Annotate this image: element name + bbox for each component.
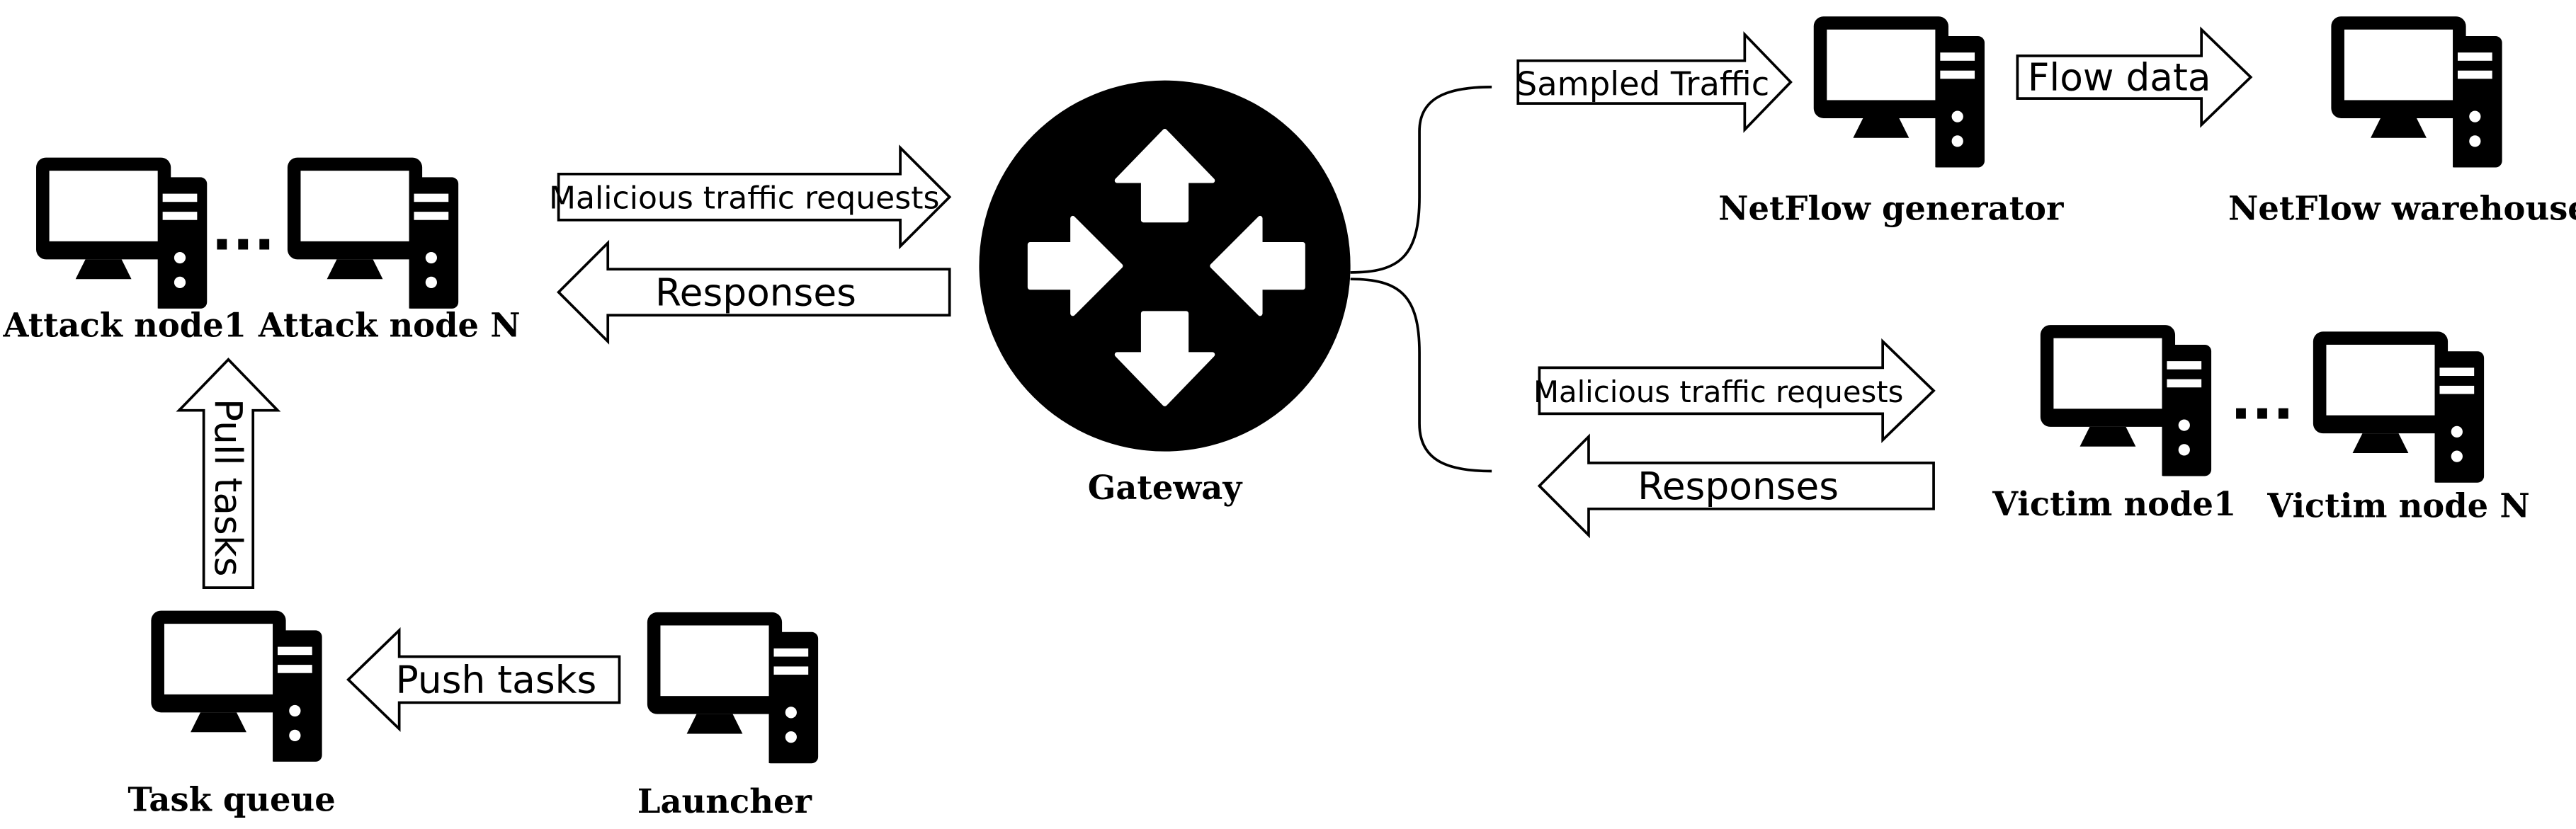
victim-node-1: Victim node1	[1992, 325, 2236, 523]
task-queue-node: Task queue	[127, 610, 336, 818]
gateway-node: Gateway	[979, 80, 1351, 507]
push-tasks-label: Push tasks	[396, 658, 597, 702]
computer-icon	[1813, 16, 1985, 171]
attack-ellipsis: ...	[211, 198, 275, 263]
victim-requests-arrow: Malicious traffic requests	[1533, 338, 1936, 443]
netflow-warehouse-label: NetFlow warehouse	[2228, 189, 2576, 228]
attack-node-1: Attack node1	[3, 157, 246, 344]
attack-node-n: Attack node N	[258, 157, 521, 344]
gateway-label: Gateway	[1088, 468, 1244, 507]
victim-responses-arrow: Responses	[1537, 433, 1935, 539]
pull-tasks-label: Pull tasks	[206, 399, 251, 577]
computer-icon	[151, 610, 322, 765]
victim-node-n-label: Victim node N	[2266, 486, 2529, 525]
push-tasks-arrow: Push tasks	[346, 627, 621, 732]
computer-icon	[2331, 16, 2502, 171]
router-icon	[979, 80, 1351, 452]
flow-data-label: Flow data	[2028, 55, 2211, 100]
computer-icon	[287, 157, 459, 312]
computer-icon	[36, 157, 208, 312]
task-queue-label: Task queue	[127, 779, 335, 818]
gateway-brace	[1350, 86, 1492, 473]
computer-icon	[647, 612, 819, 767]
attack-requests-arrow: Malicious traffic requests	[549, 144, 952, 250]
victim-node-1-label: Victim node1	[1992, 484, 2236, 523]
attack-node-1-label: Attack node1	[3, 305, 246, 344]
pull-tasks-arrow: Pull tasks	[176, 358, 281, 589]
attack-responses-arrow: Responses	[557, 239, 951, 345]
attack-node-n-label: Attack node N	[258, 305, 521, 344]
attack-requests-label: Malicious traffic requests	[549, 180, 939, 216]
sampled-traffic-label: Sampled Traffic	[1516, 64, 1769, 103]
victim-node-n: Victim node N	[2266, 331, 2530, 525]
netflow-generator-label: NetFlow generator	[1718, 189, 2064, 228]
launcher-label: Launcher	[637, 782, 812, 821]
victim-responses-label: Responses	[1638, 464, 1839, 508]
netflow-generator-node: NetFlow generator	[1718, 16, 2064, 228]
victim-requests-label: Malicious traffic requests	[1533, 375, 1903, 409]
computer-icon	[2313, 331, 2485, 486]
flow-data-arrow: Flow data	[2016, 26, 2253, 128]
netflow-warehouse-node: NetFlow warehouse	[2228, 16, 2576, 228]
sampled-traffic-arrow: Sampled Traffic	[1516, 31, 1793, 133]
computer-icon	[2040, 325, 2212, 480]
attack-responses-label: Responses	[655, 270, 856, 314]
victim-ellipsis: ...	[2230, 367, 2294, 432]
launcher-node: Launcher	[637, 612, 819, 821]
